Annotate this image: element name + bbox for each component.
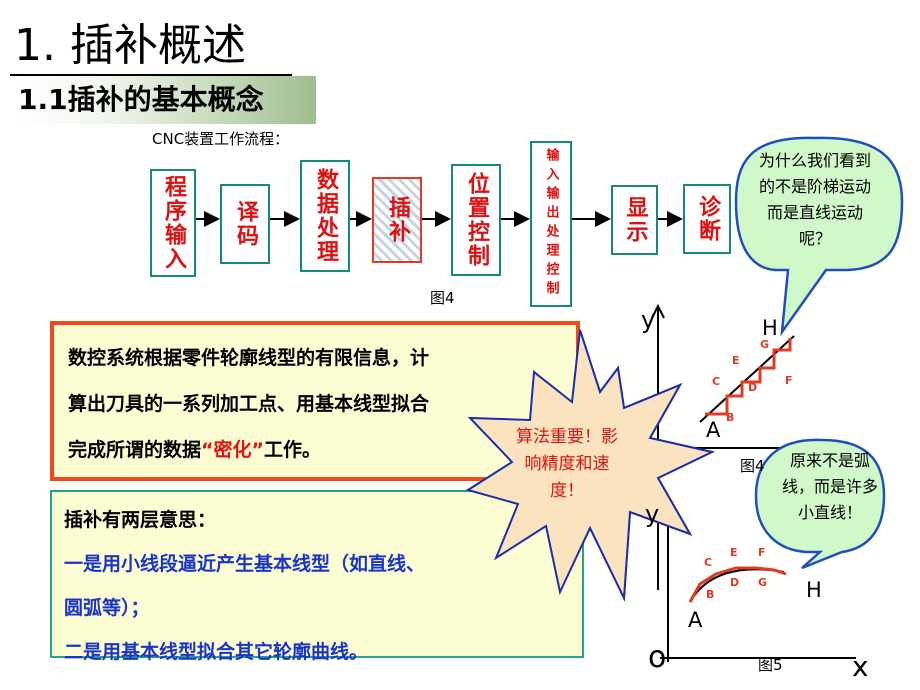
callout-top-text: 为什么我们看到的不是阶梯运动而是直线运动呢？ (758, 151, 871, 248)
graph-bottom-axes (660, 500, 856, 662)
graph-bottom-x-label: x (852, 650, 869, 683)
graph-bottom-origin-label: o (648, 640, 667, 675)
callout-bottom-text: 原来不是弧线，而是许多小直线！ (781, 451, 878, 522)
graph-top-point-f: F (785, 374, 793, 387)
graph-bottom-point-f: F (758, 546, 766, 559)
graph-bottom-point-c: C (704, 556, 713, 569)
flow-box-display: 显示 (611, 185, 658, 255)
graph-top-point-b: B (726, 411, 734, 424)
graph-top-point-c: C (712, 375, 720, 388)
graph-top-end-label: H (762, 316, 778, 340)
flow-box-diagnosis: 诊断 (683, 184, 731, 254)
definition-line-2: 算出刀具的一系列加工点、用基本线型拟合 (68, 393, 430, 415)
graph-bottom-point-b: B (706, 588, 715, 601)
graph-bottom-segments (688, 566, 787, 603)
subtitle-bar (16, 76, 316, 124)
graph-bottom-point-d: D (730, 576, 740, 589)
graph-bottom-end-label: H (806, 578, 822, 602)
burst-text: 算法重要！影响精度和速度！ (516, 427, 618, 501)
flow-box-io-control: 输入输出处理控制 (530, 141, 572, 307)
meaning-line-2: 圆弧等）； (64, 597, 150, 619)
flow-box-position-control: 位置控制 (451, 164, 501, 276)
meaning-heading: 插补有两层意思： (64, 509, 217, 531)
graph-bottom-y-label: y (645, 500, 660, 528)
graph-top-steps (705, 338, 792, 416)
callout-bubble-bottom (754, 438, 886, 570)
meaning-box: 插补有两层意思： 一是用小线段逼近产生基本线型（如直线、 圆弧等）； 二是用基本… (50, 490, 584, 663)
graph-top-point-e: E (732, 354, 740, 367)
flow-box-interpolation: 插补 (372, 177, 422, 263)
graph-top-y-label: y (641, 306, 656, 334)
graph-bottom-point-e: E (730, 546, 738, 559)
graph-top-point-d: D (748, 381, 757, 394)
title-underline (10, 74, 292, 76)
highlight-term: “密化” (201, 439, 264, 461)
definition-box: 数控系统根据零件轮廓线型的有限信息，计 算出刀具的一系列加工点、用基本线型拟合 … (50, 321, 580, 481)
definition-line-1: 数控系统根据零件轮廓线型的有限信息，计 (68, 347, 430, 369)
graph-bottom-start-label: A (688, 608, 703, 632)
meaning-line-3: 二是用基本线型拟合其它轮廓曲线。 (64, 641, 369, 663)
graph-top-start-label: A (706, 418, 721, 442)
graph-bottom-point-g: G (758, 576, 768, 589)
meaning-line-1: 一是用小线段逼近产生基本线型（如直线、 (64, 553, 426, 575)
callout-bubble-top (734, 136, 904, 337)
section-subtitle: 1.1插补的基本概念 (18, 83, 264, 116)
flow-box-program-input: 程序输入 (150, 169, 196, 277)
figure-label-4-flow: 图4 (430, 289, 455, 307)
figure-label-5: 图5 (758, 656, 783, 674)
flow-box-decode: 译码 (220, 184, 270, 264)
figure-label-4-graph: 图4 (740, 457, 765, 475)
definition-line-3: 完成所谓的数据“密化”工作。 (68, 439, 322, 461)
flow-box-data-processing: 数据处理 (300, 160, 350, 272)
burst-shape-front (465, 329, 716, 602)
flow-caption: CNC装置工作流程： (152, 130, 290, 148)
page-title: 1. 插补概述 (14, 20, 246, 71)
graph-top-point-g: G (760, 338, 769, 351)
